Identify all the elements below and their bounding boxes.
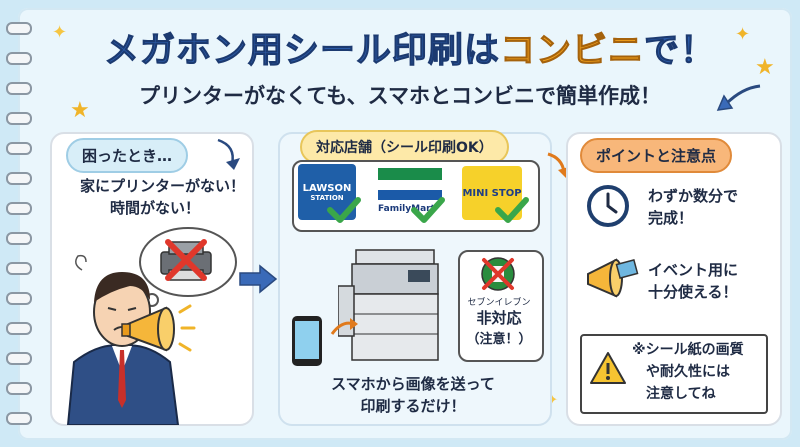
caution-line-1: ※シール紙の画質: [632, 342, 744, 358]
middle-panel-tag: 対応店舗（シール印刷OK）: [300, 130, 509, 164]
page-subtitle: プリンターがなくても、スマホとコンビニで簡単作成！: [138, 84, 662, 108]
seven-eleven-unsupported: 非対応: [476, 309, 522, 327]
familymart-stripe-blue: [378, 190, 442, 200]
star-icon: ✦: [735, 24, 751, 45]
binding-ring: [6, 142, 32, 155]
star-icon: ★: [755, 55, 775, 80]
arrow-icon: [239, 264, 278, 294]
left-line-2: 時間がない！: [110, 199, 201, 217]
binding-ring: [6, 322, 32, 335]
right-panel-tag: ポイントと注意点: [580, 138, 733, 173]
checkmark-icon: [411, 197, 445, 223]
binding-ring: [6, 22, 32, 35]
binding-ring: [6, 52, 32, 65]
star-icon: ★: [70, 98, 90, 123]
person-illustration: [66, 254, 180, 425]
familymart-stripe-white: [378, 180, 442, 190]
store-name-ministop: MINI STOP: [462, 187, 522, 199]
cross-icon: [165, 239, 207, 281]
caution-line-2: や耐久性には: [646, 364, 730, 380]
binding-ring: [6, 202, 32, 215]
warning-icon: [590, 352, 626, 384]
page-title: メガホン用シール印刷はコンビニで！: [80, 22, 740, 73]
binding-ring: [6, 172, 32, 185]
title-part-3: で！: [643, 31, 717, 72]
title-part-1: メガホン用シール印刷は: [103, 31, 500, 72]
smartphone-icon: [292, 316, 322, 366]
left-panel-tag: 困ったとき…: [66, 138, 189, 173]
point-1-line-2: 完成！: [648, 209, 694, 227]
binding-ring: [6, 262, 32, 275]
title-part-2: コンビニ: [499, 31, 644, 72]
checkmark-icon: [495, 197, 529, 223]
binding-ring: [6, 412, 32, 425]
store-name-familymart: FamilyMart: [378, 204, 435, 214]
binding-ring: [6, 82, 32, 95]
point-2-line-1: イベント用に: [648, 261, 739, 279]
middle-bottom-line-2: 印刷するだけ！: [360, 397, 466, 415]
left-line-1: 家にプリンターがない！: [80, 177, 246, 195]
binding-ring: [6, 352, 32, 365]
seven-eleven-label: セブンイレブン: [467, 298, 531, 308]
store-logo-seven-eleven: [481, 257, 515, 291]
megaphone-icon: [587, 258, 639, 298]
binding-ring: [6, 292, 32, 305]
store-sub-lawson: STATION: [310, 193, 344, 202]
checkmark-icon: [327, 197, 361, 223]
star-icon: ✦: [52, 22, 68, 43]
arrow-icon: [330, 318, 358, 335]
arrow-icon: [716, 84, 761, 111]
store-logo-ministop: MINI STOP: [462, 166, 522, 220]
point-1-line-1: わずか数分で: [648, 187, 739, 205]
binding-ring: [6, 382, 32, 395]
binding-ring: [6, 232, 32, 245]
caution-line-3: 注意してね: [646, 386, 716, 402]
familymart-stripe-green: [378, 168, 442, 180]
clock-icon: [587, 185, 629, 227]
store-name-lawson: LAWSON: [302, 182, 352, 194]
store-logo-familymart: FamilyMart: [378, 168, 442, 222]
copier-icon: [338, 249, 439, 361]
point-2-line-2: 十分使える！: [648, 283, 738, 301]
seven-eleven-caution: （注意！）: [466, 332, 532, 347]
middle-bottom-line-1: スマホから画像を送って: [331, 375, 495, 393]
binding-ring: [6, 112, 32, 125]
arrow-icon: [217, 138, 240, 170]
megaphone-icon: [121, 304, 196, 352]
